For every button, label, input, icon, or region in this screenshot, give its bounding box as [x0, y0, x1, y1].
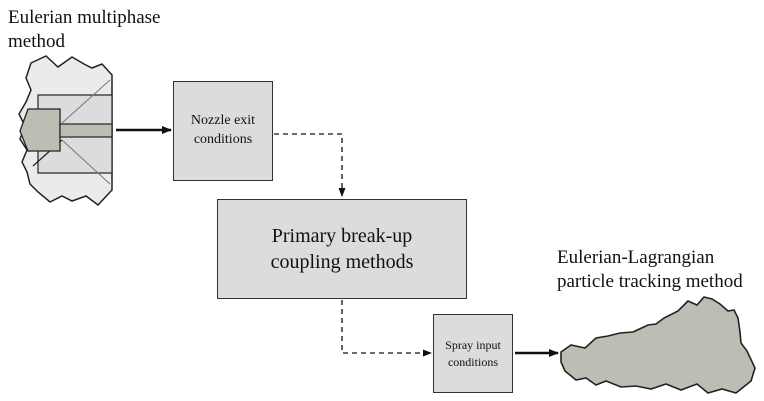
spray-input-conditions-box: Spray input conditions: [433, 314, 513, 393]
spray-cloud-icon: [560, 296, 756, 394]
lagrangian-method-label: Eulerian-Lagrangian particle tracking me…: [557, 247, 743, 292]
dashed-arrow-exit-to-primary: [274, 133, 346, 197]
nozzle-exit-conditions-box: Nozzle exit conditions: [173, 81, 273, 181]
primary-breakup-coupling-box: Primary break-up coupling methods: [217, 199, 467, 299]
eulerian-method-label: Eulerian multiphase method: [8, 7, 161, 52]
nozzle-geometry-icon: [18, 55, 113, 207]
dashed-arrow-primary-to-spray: [341, 300, 432, 357]
